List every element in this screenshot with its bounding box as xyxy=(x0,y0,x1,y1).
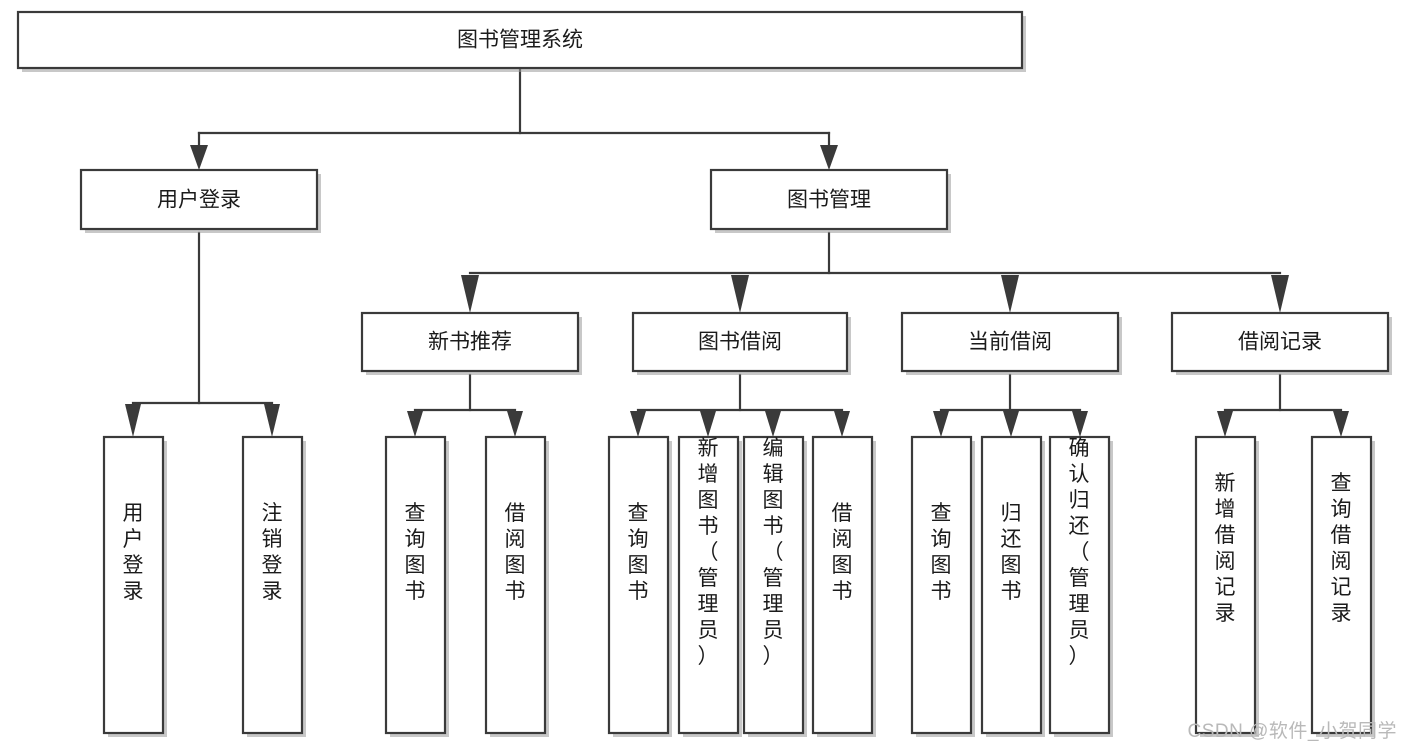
node-borrow-record-box[interactable] xyxy=(1170,311,1390,373)
connectors-user-login-to-leaves xyxy=(125,231,280,437)
node-book-management-box[interactable] xyxy=(709,168,949,231)
leaf-current-borrow-query[interactable]: 查询图书 xyxy=(910,435,975,737)
leaf-book-borrow-borrow-label: 借阅图书 xyxy=(832,502,853,603)
leaf-new-book-query-label: 查询图书 xyxy=(405,502,426,603)
node-new-book-recommend[interactable]: 新书推荐 xyxy=(360,311,582,375)
leaf-user-login-login-box[interactable] xyxy=(102,435,165,735)
arrow-leaf-bb-add xyxy=(700,411,716,437)
arrow-leaf-nb-borrow xyxy=(507,411,523,437)
arrow-leaf-cb-return xyxy=(1003,411,1019,437)
arrow-book-borrow xyxy=(731,275,749,313)
connectors-current-borrow-to-leaves xyxy=(933,373,1088,437)
leaf-book-borrow-query[interactable]: 查询图书 xyxy=(607,435,672,737)
arrow-leaf-logout xyxy=(264,404,280,437)
leaf-borrow-record-add[interactable]: 新增借阅记录 xyxy=(1194,435,1259,737)
arrow-leaf-bb-query xyxy=(630,411,646,437)
node-new-book-recommend-label: 新书推荐 xyxy=(428,331,512,354)
leaf-borrow-record-add-box[interactable] xyxy=(1194,435,1257,735)
leaf-book-borrow-borrow-box[interactable] xyxy=(811,435,874,735)
leaf-borrow-record-add-label: 新增借阅记录 xyxy=(1215,472,1236,625)
node-book-management[interactable]: 图书管理 xyxy=(709,168,951,233)
connectors-book-mgmt-to-level2 xyxy=(461,231,1289,313)
arrow-borrow-record xyxy=(1271,275,1289,313)
node-root-label: 图书管理系统 xyxy=(457,29,583,52)
arrow-user-login xyxy=(190,145,208,170)
leaf-user-login-logout[interactable]: 注销登录 xyxy=(241,435,306,737)
leaf-user-login-logout-label: 注销登录 xyxy=(262,502,283,603)
leaf-current-borrow-confirm-box[interactable] xyxy=(1048,435,1111,735)
leaf-borrow-record-query-label: 查询借阅记录 xyxy=(1331,472,1352,625)
arrow-book-mgmt xyxy=(820,145,838,170)
node-user-login-label: 用户登录 xyxy=(157,189,241,212)
leaf-book-borrow-edit-label: 编辑图书（管理员） xyxy=(763,437,784,668)
leaf-new-book-borrow-label: 借阅图书 xyxy=(505,502,526,603)
node-current-borrow-box[interactable] xyxy=(900,311,1120,373)
node-book-borrow[interactable]: 图书借阅 xyxy=(631,311,851,375)
csdn-watermark: CSDN @软件_小贺同学 xyxy=(1187,721,1397,742)
arrow-leaf-bb-borrow xyxy=(834,411,850,437)
leaf-book-borrow-query-box[interactable] xyxy=(607,435,670,735)
node-user-login[interactable]: 用户登录 xyxy=(79,168,321,233)
leaf-book-borrow-add-box[interactable] xyxy=(677,435,740,735)
node-new-book-recommend-box[interactable] xyxy=(360,311,580,373)
node-current-borrow-label: 当前借阅 xyxy=(968,331,1052,354)
arrow-leaf-cb-query xyxy=(933,411,949,437)
leaf-new-book-query-box[interactable] xyxy=(384,435,447,735)
leaf-user-login-login-label: 用户登录 xyxy=(123,502,144,603)
node-borrow-record-label: 借阅记录 xyxy=(1238,331,1322,354)
leaf-new-book-borrow[interactable]: 借阅图书 xyxy=(484,435,549,737)
leaf-book-borrow-query-label: 查询图书 xyxy=(628,502,649,603)
leaf-user-login-login[interactable]: 用户登录 xyxy=(102,435,167,737)
leaf-user-login-logout-box[interactable] xyxy=(241,435,304,735)
connectors-root-to-level1 xyxy=(190,66,838,170)
node-book-borrow-label: 图书借阅 xyxy=(698,331,782,354)
leaf-new-book-query[interactable]: 查询图书 xyxy=(384,435,449,737)
arrow-leaf-bb-edit xyxy=(765,411,781,437)
leaf-current-borrow-confirm[interactable]: 确认归还（管理员） xyxy=(1048,435,1113,737)
arrow-leaf-cb-confirm xyxy=(1072,411,1088,437)
leaf-current-borrow-confirm-label: 确认归还（管理员） xyxy=(1069,437,1090,668)
connectors-new-book-to-leaves xyxy=(407,373,523,437)
arrow-leaf-user-login xyxy=(125,404,141,437)
connectors-borrow-record-to-leaves xyxy=(1217,373,1349,437)
leaf-current-borrow-return[interactable]: 归还图书 xyxy=(980,435,1045,737)
arrow-current-borrow xyxy=(1001,275,1019,313)
leaf-book-borrow-borrow[interactable]: 借阅图书 xyxy=(811,435,876,737)
leaf-current-borrow-return-label: 归还图书 xyxy=(1001,502,1022,603)
leaf-book-borrow-edit[interactable]: 编辑图书（管理员） xyxy=(742,435,807,737)
node-root-box[interactable] xyxy=(16,10,1024,70)
arrow-new-book xyxy=(461,275,479,313)
leaf-book-borrow-add-label: 新增图书（管理员） xyxy=(698,437,719,668)
leaf-borrow-record-query-box[interactable] xyxy=(1310,435,1373,735)
node-book-management-label: 图书管理 xyxy=(787,189,871,212)
leaf-current-borrow-return-box[interactable] xyxy=(980,435,1043,735)
node-root[interactable]: 图书管理系统 xyxy=(16,10,1026,72)
connectors-book-borrow-to-leaves xyxy=(630,373,850,437)
leaf-borrow-record-query[interactable]: 查询借阅记录 xyxy=(1310,435,1375,737)
arrow-leaf-nb-query xyxy=(407,411,423,437)
leaf-current-borrow-query-label: 查询图书 xyxy=(931,502,952,603)
node-book-borrow-box[interactable] xyxy=(631,311,849,373)
node-current-borrow[interactable]: 当前借阅 xyxy=(900,311,1122,375)
arrow-leaf-br-add xyxy=(1217,411,1233,437)
leaf-book-borrow-edit-box[interactable] xyxy=(742,435,805,735)
leaf-book-borrow-add[interactable]: 新增图书（管理员） xyxy=(677,435,742,737)
node-user-login-box[interactable] xyxy=(79,168,319,231)
leaf-new-book-borrow-box[interactable] xyxy=(484,435,547,735)
leaf-current-borrow-query-box[interactable] xyxy=(910,435,973,735)
node-borrow-record[interactable]: 借阅记录 xyxy=(1170,311,1392,375)
arrow-leaf-br-query xyxy=(1333,411,1349,437)
